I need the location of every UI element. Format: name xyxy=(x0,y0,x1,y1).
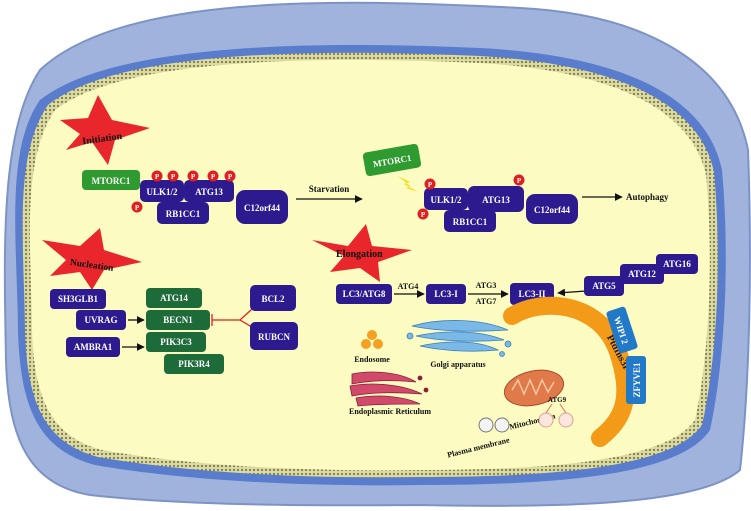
ulk-box: ULK1/2 xyxy=(140,180,184,202)
svg-text:RUBCN: RUBCN xyxy=(258,332,291,342)
elongation-label: Elongation xyxy=(336,249,383,260)
mitochondria-icon xyxy=(503,369,565,407)
svg-text:P: P xyxy=(155,173,160,181)
svg-text:BECN1: BECN1 xyxy=(163,315,193,325)
c12orf44-box-b: C12orf44 xyxy=(526,194,578,224)
svg-text:P: P xyxy=(171,173,176,181)
svg-text:P: P xyxy=(228,173,233,181)
svg-text:BCL2: BCL2 xyxy=(261,294,285,304)
svg-text:P: P xyxy=(191,173,196,181)
pik3c3-box: PIK3C3 xyxy=(146,332,206,352)
endosome-icon xyxy=(361,330,383,349)
svg-text:UVRAG: UVRAG xyxy=(85,315,118,325)
ambra1-box: AMBRA1 xyxy=(66,337,120,357)
svg-text:AMBRA1: AMBRA1 xyxy=(74,342,113,352)
endosome-label: Endosome xyxy=(354,355,390,364)
elongation-star: Elongation xyxy=(312,224,412,282)
c12orf44-box: C12orf44 xyxy=(236,190,288,224)
atg-complex-arrow xyxy=(557,288,587,297)
svg-text:ATG16: ATG16 xyxy=(663,259,691,269)
svg-text:C12orf44: C12orf44 xyxy=(534,205,570,215)
mtorc1-box: MTORC1 xyxy=(82,170,140,190)
rb1cc1-box-b: RB1CC1 xyxy=(444,210,496,232)
svg-text:ZFYVE1: ZFYVE1 xyxy=(632,362,642,398)
svg-text:ATG13: ATG13 xyxy=(195,187,223,197)
svg-text:ATG5: ATG5 xyxy=(592,281,616,291)
lc3-atg8-box: LC3/ATG8 xyxy=(336,284,392,304)
phagophore-curve xyxy=(503,296,635,447)
svg-text:P: P xyxy=(428,181,433,189)
atg4-label: ATG4 xyxy=(398,282,419,291)
uvrag-box: UVRAG xyxy=(76,310,126,330)
atg3-label: ATG3 xyxy=(476,281,497,290)
atg7-label: ATG7 xyxy=(476,297,497,306)
atg16-box: ATG16 xyxy=(656,254,698,274)
rubcn-box: RUBCN xyxy=(250,322,298,350)
phospho-markers-b: P P P xyxy=(417,174,525,220)
atg14-box: ATG14 xyxy=(146,288,202,308)
svg-text:ULK1/2: ULK1/2 xyxy=(430,195,462,205)
phospho-markers-a: P P P P P P xyxy=(131,170,236,213)
autophagy-label: Autophagy xyxy=(626,192,669,202)
becn1-box: BECN1 xyxy=(146,310,210,330)
initiation-star: Initiation xyxy=(60,95,150,165)
ulk-box-b: ULK1/2 xyxy=(424,188,468,210)
svg-text:ATG13: ATG13 xyxy=(482,195,510,205)
zfyve1-box: ZFYVE1 xyxy=(626,356,646,404)
svg-text:P: P xyxy=(211,173,216,181)
lc3-i-box: LC3-I xyxy=(426,284,466,304)
svg-text:RB1CC1: RB1CC1 xyxy=(453,217,488,227)
rb1cc1-box: RB1CC1 xyxy=(157,202,209,224)
svg-text:P: P xyxy=(517,177,522,185)
atg12-box: ATG12 xyxy=(620,264,664,284)
atg9-vesicle-icon xyxy=(538,403,574,428)
atg13-box-b: ATG13 xyxy=(468,186,524,212)
lightning-icon xyxy=(398,176,418,192)
pik3r4-box: PIK3R4 xyxy=(164,354,224,374)
nucleation-star: Nucleation xyxy=(42,228,142,290)
sh3glb1-box: SH3GLB1 xyxy=(50,289,106,309)
svg-text:RB1CC1: RB1CC1 xyxy=(166,209,201,219)
svg-text:P: P xyxy=(421,211,426,219)
atg9-label: ATG9 xyxy=(548,396,567,404)
svg-text:LC3-II: LC3-II xyxy=(518,289,546,299)
svg-text:ATG14: ATG14 xyxy=(160,293,188,303)
plasma-membrane-icon xyxy=(478,417,510,433)
svg-text:ULK1/2: ULK1/2 xyxy=(146,187,178,197)
mtorc1-inactive-box: MTORC1 xyxy=(362,143,422,177)
golgi-label: Golgi apparatus xyxy=(430,360,485,369)
er-label: Endoplasmic Reticulum xyxy=(349,407,431,416)
svg-text:SH3GLB1: SH3GLB1 xyxy=(58,294,99,304)
atg13-box: ATG13 xyxy=(184,180,234,202)
svg-text:MTORC1: MTORC1 xyxy=(92,176,131,186)
svg-text:ATG12: ATG12 xyxy=(628,269,656,279)
golgi-icon xyxy=(406,320,512,357)
er-icon xyxy=(349,371,429,407)
bcl2-box: BCL2 xyxy=(250,285,296,311)
svg-text:P: P xyxy=(135,204,140,212)
svg-text:LC3-I: LC3-I xyxy=(434,289,458,299)
starvation-label: Starvation xyxy=(309,184,350,194)
wipi2-box: WIPI 2 xyxy=(606,306,638,354)
svg-text:LC3/ATG8: LC3/ATG8 xyxy=(343,289,386,299)
svg-text:PIK3C3: PIK3C3 xyxy=(160,337,192,347)
atg5-box: ATG5 xyxy=(584,276,624,296)
svg-text:C12orf44: C12orf44 xyxy=(244,203,280,213)
svg-text:PIK3R4: PIK3R4 xyxy=(178,359,210,369)
